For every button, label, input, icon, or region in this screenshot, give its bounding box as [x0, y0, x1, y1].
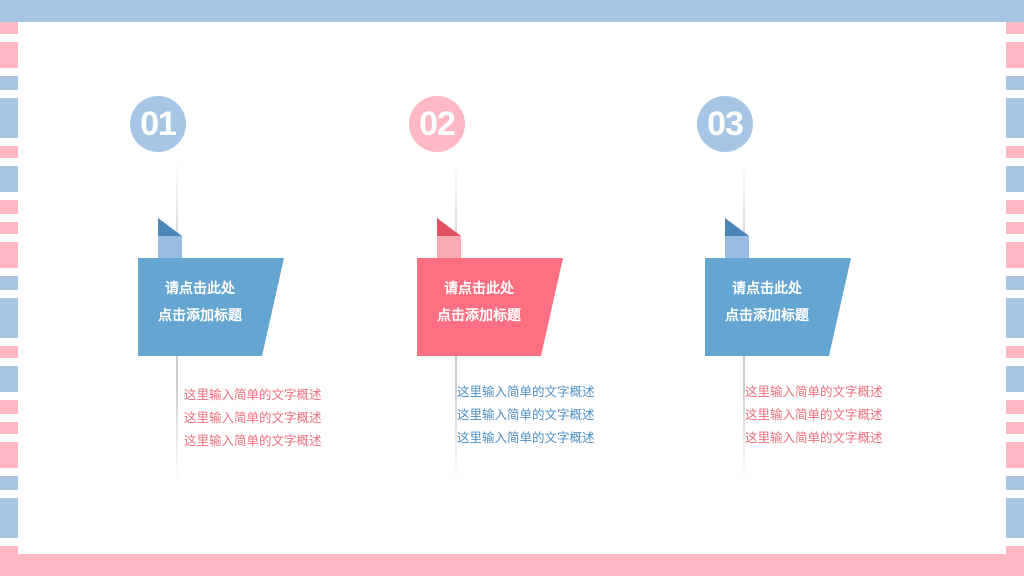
stripe-segment [0, 22, 18, 34]
step-1-title-line2: 点击添加标题 [158, 308, 242, 324]
stripe-segment [1006, 42, 1024, 68]
stripe-segment [1006, 242, 1024, 268]
stripe-segment [1006, 498, 1024, 538]
step-3-banner-title: 请点击此处 点击添加标题 [705, 276, 829, 330]
step-1: 01 请点击此处 点击添加标题 这里输入简单的文字概述 这里输入简单的文字概述 … [18, 22, 322, 554]
stripe-segment [0, 476, 18, 490]
step-3-title-line2: 点击添加标题 [725, 308, 809, 324]
step-3-title-banner[interactable]: 请点击此处 点击添加标题 [705, 218, 855, 358]
step-3-description: 这里输入简单的文字概述 这里输入简单的文字概述 这里输入简单的文字概述 [745, 380, 945, 449]
stripe-segment [1006, 400, 1024, 414]
stripe-segment [1006, 22, 1024, 34]
stripe-segment [0, 366, 18, 392]
step-3-desc-line: 这里输入简单的文字概述 [745, 407, 883, 422]
stripe-segment [1006, 476, 1024, 490]
step-3-desc-line: 这里输入简单的文字概述 [745, 430, 883, 445]
step-2-desc-line: 这里输入简单的文字概述 [457, 430, 595, 445]
step-3-title-line1: 请点击此处 [732, 281, 802, 297]
step-1-title-banner[interactable]: 请点击此处 点击添加标题 [138, 218, 288, 358]
stripe-segment [0, 76, 18, 90]
step-1-banner-shape [138, 218, 284, 356]
step-1-desc-line: 这里输入简单的文字概述 [184, 410, 322, 425]
stripe-segment [1006, 98, 1024, 138]
stripe-segment [1006, 298, 1024, 338]
stripe-segment [0, 442, 18, 468]
stripe-segment [1006, 546, 1024, 554]
stripe-segment [0, 276, 18, 290]
bottom-border-band [0, 554, 1024, 576]
step-2-banner-title: 请点击此处 点击添加标题 [417, 276, 541, 330]
slide-canvas: 01 请点击此处 点击添加标题 这里输入简单的文字概述 这里输入简单的文字概述 … [18, 22, 1006, 554]
step-2: 02 请点击此处 点击添加标题 这里输入简单的文字概述 这里输入简单的文字概述 … [297, 22, 595, 554]
step-2-title-banner[interactable]: 请点击此处 点击添加标题 [417, 218, 567, 358]
stripe-segment [0, 498, 18, 538]
step-3-banner-shape [705, 218, 851, 356]
stripe-segment [1006, 166, 1024, 192]
step-2-number-badge: 02 [409, 96, 465, 152]
step-2-description: 这里输入简单的文字概述 这里输入简单的文字概述 这里输入简单的文字概述 [457, 380, 657, 449]
stripe-segment [0, 346, 18, 358]
stripe-segment [0, 98, 18, 138]
stripe-segment [0, 42, 18, 68]
stripe-segment [1006, 146, 1024, 158]
step-1-description: 这里输入简单的文字概述 这里输入简单的文字概述 这里输入简单的文字概述 [184, 383, 384, 452]
left-stripe-border [0, 22, 18, 554]
step-3-desc-line: 这里输入简单的文字概述 [745, 384, 883, 399]
stripe-segment [0, 222, 18, 234]
stripe-segment [1006, 442, 1024, 468]
stripe-segment [1006, 76, 1024, 90]
stripe-segment [0, 200, 18, 214]
right-stripe-border [1006, 22, 1024, 554]
step-2-desc-line: 这里输入简单的文字概述 [457, 407, 595, 422]
stripe-segment [0, 298, 18, 338]
stripe-segment [0, 400, 18, 414]
step-2-banner-shape [417, 218, 563, 356]
stripe-segment [1006, 222, 1024, 234]
step-3-number-badge: 03 [697, 96, 753, 152]
stripe-segment [0, 166, 18, 192]
step-1-banner-title: 请点击此处 点击添加标题 [138, 276, 262, 330]
step-2-title-line1: 请点击此处 [444, 281, 514, 297]
stripe-segment [1006, 422, 1024, 434]
step-1-number-badge: 01 [130, 96, 186, 152]
stripe-segment [0, 422, 18, 434]
stripe-segment [1006, 200, 1024, 214]
step-3: 03 请点击此处 点击添加标题 这里输入简单的文字概述 这里输入简单的文字概述 … [585, 22, 883, 554]
stripe-segment [1006, 346, 1024, 358]
stripe-segment [0, 146, 18, 158]
top-border-band [0, 0, 1024, 22]
step-1-desc-line: 这里输入简单的文字概述 [184, 433, 322, 448]
step-2-title-line2: 点击添加标题 [437, 308, 521, 324]
step-1-title-line1: 请点击此处 [165, 281, 235, 297]
stripe-segment [1006, 276, 1024, 290]
stripe-segment [0, 546, 18, 554]
stripe-segment [1006, 366, 1024, 392]
stripe-segment [0, 242, 18, 268]
step-2-desc-line: 这里输入简单的文字概述 [457, 384, 595, 399]
step-1-desc-line: 这里输入简单的文字概述 [184, 387, 322, 402]
